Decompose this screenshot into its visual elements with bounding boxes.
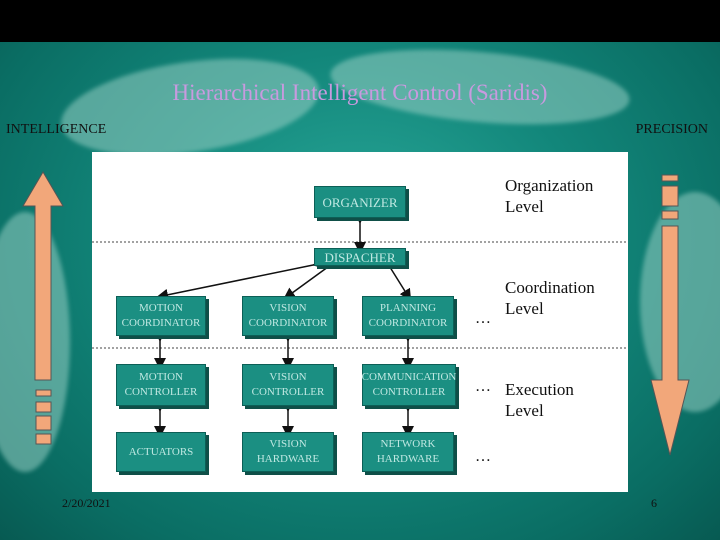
vision-hardware-box: VISION HARDWARE (242, 432, 334, 472)
organization-level-label: Organization Level (505, 176, 594, 216)
intelligence-up-arrow (22, 171, 64, 445)
dispatcher-box: DISPACHER (314, 248, 406, 266)
precision-label: PRECISION (635, 122, 708, 137)
slide-date: 2/20/2021 (62, 496, 111, 510)
diagram-connectors (92, 212, 628, 438)
organizer-box: ORGANIZER (314, 186, 406, 218)
slide-title: Hierarchical Intelligent Control (Saridi… (172, 80, 548, 105)
ellipsis-hardware: … (475, 448, 491, 465)
ellipsis-coordinators: … (475, 310, 491, 327)
intelligence-label: INTELLIGENCE (6, 122, 107, 137)
diagram-panel: ORGANIZER DISPACHER MOTION COORDINATOR V… (92, 152, 628, 492)
precision-down-arrow (650, 174, 690, 456)
ellipsis-controllers: … (475, 378, 491, 395)
planning-coordinator-box: PLANNING COORDINATOR (362, 296, 454, 336)
vision-coordinator-box: VISION COORDINATOR (242, 296, 334, 336)
vision-controller-box: VISION CONTROLLER (242, 364, 334, 406)
slide-number: 6 (651, 496, 657, 510)
communication-controller-box: COMMUNICATION CONTROLLER (362, 364, 456, 406)
motion-coordinator-box: MOTION COORDINATOR (116, 296, 206, 336)
actuators-box: ACTUATORS (116, 432, 206, 472)
coordination-level-label: Coordination Level (505, 278, 595, 318)
map-landmass (640, 192, 720, 412)
execution-level-label: Execution Level (505, 380, 574, 420)
motion-controller-box: MOTION CONTROLLER (116, 364, 206, 406)
network-hardware-box: NETWORK HARDWARE (362, 432, 454, 472)
